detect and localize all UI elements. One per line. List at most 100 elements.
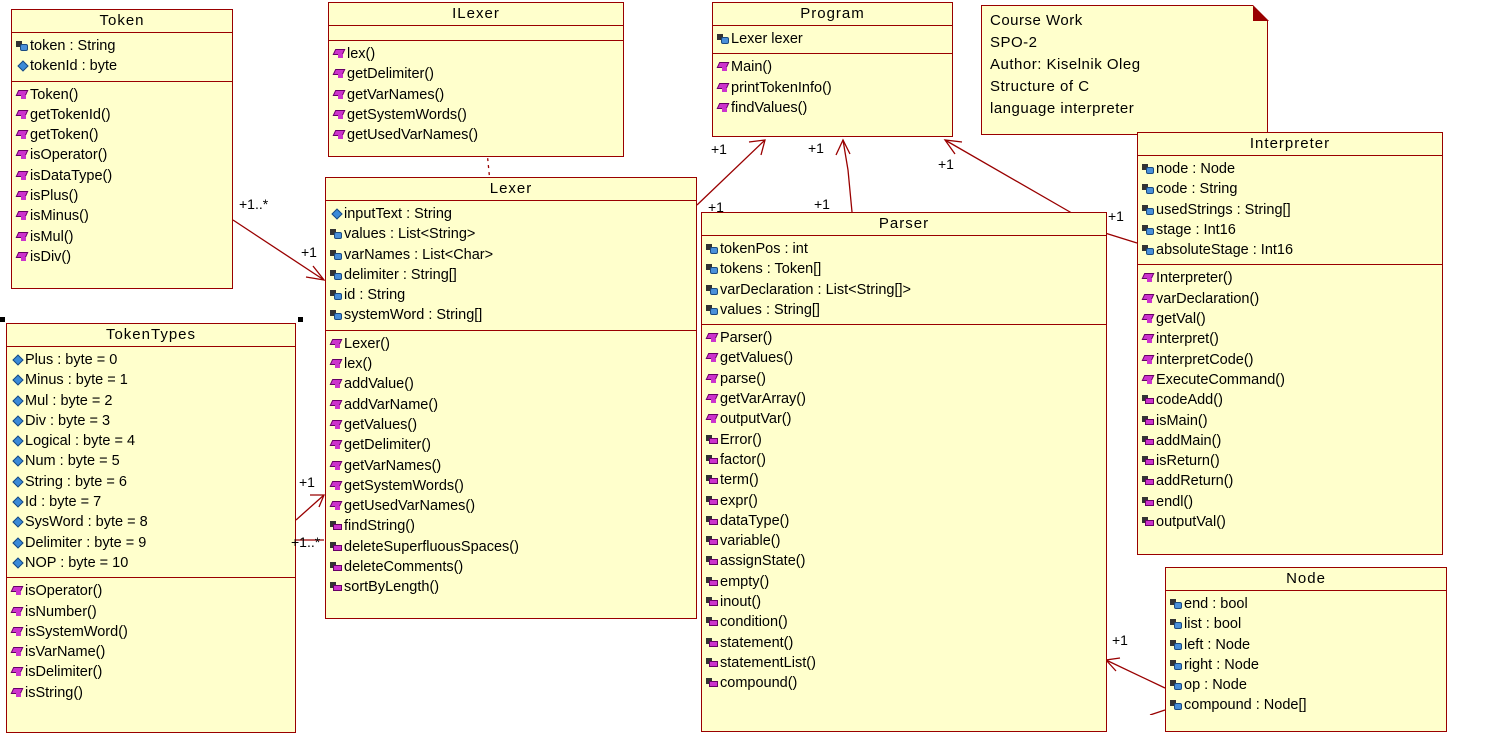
operation-row[interactable]: getVarArray() [702,389,1106,409]
operation-row[interactable]: codeAdd() [1138,390,1442,410]
attribute-row[interactable]: Div : byte = 3 [7,411,295,431]
attribute-row[interactable]: id : String [326,285,696,305]
attribute-row[interactable]: values : List<String> [326,224,696,244]
operation-row[interactable]: isVarName() [7,642,295,662]
attribute-row[interactable]: NOP : byte = 10 [7,553,295,573]
attribute-row[interactable]: Plus : byte = 0 [7,350,295,370]
operation-row[interactable]: dataType() [702,511,1106,531]
operation-row[interactable]: Lexer() [326,334,696,354]
attribute-row[interactable]: varNames : List<Char> [326,245,696,265]
operation-row[interactable]: getToken() [12,125,232,145]
operation-row[interactable]: inout() [702,592,1106,612]
operation-row[interactable]: addMain() [1138,431,1442,451]
operation-row[interactable]: interpret() [1138,329,1442,349]
operation-row[interactable]: empty() [702,572,1106,592]
attribute-row[interactable]: end : bool [1166,594,1446,614]
operation-row[interactable]: getSystemWords() [329,105,623,125]
attribute-row[interactable]: Mul : byte = 2 [7,391,295,411]
operation-row[interactable]: statement() [702,633,1106,653]
attribute-row[interactable]: stage : Int16 [1138,220,1442,240]
attribute-row[interactable]: absoluteStage : Int16 [1138,240,1442,260]
operation-row[interactable]: deleteSuperfluousSpaces() [326,537,696,557]
operation-row[interactable]: Parser() [702,328,1106,348]
operation-row[interactable]: factor() [702,450,1106,470]
attribute-row[interactable]: Num : byte = 5 [7,451,295,471]
class-program[interactable]: Program Lexer lexer Main()printTokenInfo… [712,2,953,137]
attribute-row[interactable]: Lexer lexer [713,29,952,49]
attribute-row[interactable]: usedStrings : String[] [1138,200,1442,220]
attribute-row[interactable]: values : String[] [702,300,1106,320]
operation-row[interactable]: isNumber() [7,602,295,622]
operation-row[interactable]: isReturn() [1138,451,1442,471]
operation-row[interactable]: isSystemWord() [7,622,295,642]
operation-row[interactable]: getTokenId() [12,105,232,125]
operation-row[interactable]: isDiv() [12,247,232,267]
attribute-row[interactable]: token : String [12,36,232,56]
operation-row[interactable]: printTokenInfo() [713,78,952,98]
operation-row[interactable]: deleteComments() [326,557,696,577]
operation-row[interactable]: Interpreter() [1138,268,1442,288]
operation-row[interactable]: sortByLength() [326,577,696,597]
attribute-row[interactable]: tokenPos : int [702,239,1106,259]
operation-row[interactable]: isDataType() [12,166,232,186]
operation-row[interactable]: isMinus() [12,206,232,226]
attribute-row[interactable]: Minus : byte = 1 [7,370,295,390]
operation-row[interactable]: isOperator() [7,581,295,601]
operation-row[interactable]: lex() [326,354,696,374]
operation-row[interactable]: variable() [702,531,1106,551]
operation-row[interactable]: outputVal() [1138,512,1442,532]
operation-row[interactable]: getVarNames() [326,456,696,476]
selection-handle[interactable] [298,317,303,322]
operation-row[interactable]: isMul() [12,227,232,247]
operation-row[interactable]: findValues() [713,98,952,118]
operation-row[interactable]: assignState() [702,551,1106,571]
attribute-row[interactable]: String : byte = 6 [7,472,295,492]
attribute-row[interactable]: Logical : byte = 4 [7,431,295,451]
attribute-row[interactable]: tokens : Token[] [702,259,1106,279]
operation-row[interactable]: getUsedVarNames() [326,496,696,516]
operation-row[interactable]: condition() [702,612,1106,632]
operation-row[interactable]: addValue() [326,374,696,394]
operation-row[interactable]: Error() [702,430,1106,450]
attribute-row[interactable]: list : bool [1166,614,1446,634]
attribute-row[interactable]: Id : byte = 7 [7,492,295,512]
operation-row[interactable]: getValues() [326,415,696,435]
selection-handle[interactable] [0,317,5,322]
operation-row[interactable]: Main() [713,57,952,77]
operation-row[interactable]: ExecuteCommand() [1138,370,1442,390]
operation-row[interactable]: addVarName() [326,395,696,415]
attribute-row[interactable]: Delimiter : byte = 9 [7,533,295,553]
attribute-row[interactable]: code : String [1138,179,1442,199]
operation-row[interactable]: isDelimiter() [7,662,295,682]
operation-row[interactable]: findString() [326,516,696,536]
operation-row[interactable]: getDelimiter() [329,64,623,84]
attribute-row[interactable]: right : Node [1166,655,1446,675]
attribute-row[interactable]: delimiter : String[] [326,265,696,285]
attribute-row[interactable]: inputText : String [326,204,696,224]
attribute-row[interactable]: left : Node [1166,635,1446,655]
operation-row[interactable]: expr() [702,491,1106,511]
operation-row[interactable]: isString() [7,683,295,703]
operation-row[interactable]: lex() [329,44,623,64]
operation-row[interactable]: isOperator() [12,145,232,165]
attribute-row[interactable]: node : Node [1138,159,1442,179]
operation-row[interactable]: parse() [702,369,1106,389]
operation-row[interactable]: getVarNames() [329,85,623,105]
operation-row[interactable]: varDeclaration() [1138,289,1442,309]
operation-row[interactable]: endl() [1138,492,1442,512]
operation-row[interactable]: getDelimiter() [326,435,696,455]
attribute-row[interactable]: varDeclaration : List<String[]> [702,280,1106,300]
operation-row[interactable]: statementList() [702,653,1106,673]
operation-row[interactable]: getSystemWords() [326,476,696,496]
operation-row[interactable]: term() [702,470,1106,490]
operation-row[interactable]: isPlus() [12,186,232,206]
attribute-row[interactable]: op : Node [1166,675,1446,695]
operation-row[interactable]: getValues() [702,348,1106,368]
operation-row[interactable]: compound() [702,673,1106,693]
